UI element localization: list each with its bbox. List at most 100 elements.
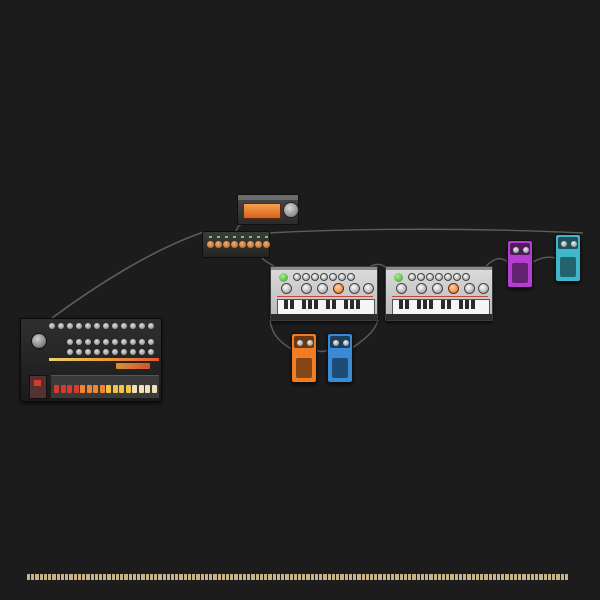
sequencer-step[interactable] — [183, 574, 187, 580]
sequencer-step[interactable] — [458, 574, 463, 580]
instrument-knob[interactable] — [58, 323, 64, 329]
sequencer-step[interactable] — [369, 574, 374, 580]
reverb-pedal-icon[interactable] — [555, 234, 581, 282]
sequencer-step[interactable] — [441, 574, 446, 580]
sequencer-step[interactable] — [217, 574, 221, 580]
stomp-switch[interactable] — [512, 263, 528, 283]
synth-knob[interactable] — [281, 283, 292, 294]
mixer-channel-knob[interactable] — [239, 241, 246, 248]
sequencer-step[interactable] — [196, 574, 200, 580]
black-key[interactable] — [332, 300, 336, 309]
sequencer-step[interactable] — [484, 574, 488, 580]
sequencer-step[interactable] — [43, 574, 48, 580]
synth-knob[interactable] — [317, 283, 328, 294]
sequencer-step[interactable] — [408, 574, 412, 580]
sequencer-step[interactable] — [365, 574, 369, 580]
sequencer-step[interactable] — [120, 574, 124, 580]
synth-tune-knob[interactable] — [320, 273, 328, 281]
master-volume-knob[interactable] — [31, 333, 47, 349]
instrument-knob[interactable] — [148, 339, 154, 345]
sequencer-step[interactable] — [522, 574, 526, 580]
instrument-knob[interactable] — [76, 339, 82, 345]
sequencer-step[interactable] — [437, 574, 441, 580]
sequencer-step[interactable] — [154, 574, 158, 580]
pedal-knob[interactable] — [571, 241, 577, 247]
instrument-knob[interactable] — [139, 349, 145, 355]
sequencer-step[interactable] — [416, 574, 420, 580]
sequencer-step[interactable] — [272, 574, 276, 580]
instrument-knob[interactable] — [121, 339, 127, 345]
sequencer-step[interactable] — [564, 574, 568, 580]
instrument-knob[interactable] — [67, 323, 73, 329]
synth-tune-knob[interactable] — [302, 273, 310, 281]
sequencer-step[interactable] — [137, 574, 141, 580]
sequencer-step[interactable] — [98, 574, 103, 580]
synth-tune-knob[interactable] — [462, 273, 470, 281]
black-key[interactable] — [302, 300, 306, 309]
synth-tune-knob[interactable] — [417, 273, 425, 281]
sequencer-step[interactable] — [298, 574, 302, 580]
sequencer-step[interactable] — [391, 574, 395, 580]
pedal-knob[interactable] — [297, 340, 303, 346]
sequencer-step[interactable] — [209, 574, 213, 580]
mixer-channel-knob[interactable] — [223, 241, 230, 248]
step-button[interactable] — [112, 385, 118, 393]
stomp-switch[interactable] — [560, 257, 576, 277]
sequencer-step[interactable] — [543, 574, 547, 580]
instrument-knob[interactable] — [85, 323, 91, 329]
synth-knob[interactable] — [301, 283, 312, 294]
sequencer-step[interactable] — [158, 574, 162, 580]
sequencer-step[interactable] — [60, 574, 65, 580]
sequencer-step[interactable] — [310, 574, 314, 580]
instrument-knob[interactable] — [49, 323, 55, 329]
sequencer-step[interactable] — [285, 574, 289, 580]
synth-tune-knob[interactable] — [347, 273, 355, 281]
instrument-knob[interactable] — [121, 349, 127, 355]
sequencer-step[interactable] — [149, 574, 154, 580]
synth-keyboard[interactable] — [392, 299, 490, 315]
synth-knob[interactable] — [478, 283, 489, 294]
bass-synth-1[interactable] — [270, 266, 378, 321]
black-key[interactable] — [471, 300, 475, 309]
step-button[interactable] — [99, 385, 105, 393]
mixer-channel-knob[interactable] — [255, 241, 262, 248]
sequencer-step[interactable] — [530, 574, 535, 580]
sequencer-step[interactable] — [429, 574, 433, 580]
sequencer-step[interactable] — [513, 574, 518, 580]
black-key[interactable] — [344, 300, 348, 309]
sequencer-step[interactable] — [505, 574, 509, 580]
sequencer-step[interactable] — [412, 574, 416, 580]
sequencer-step[interactable] — [302, 574, 306, 580]
sequencer-step[interactable] — [425, 574, 429, 580]
synth-knob[interactable] — [396, 283, 407, 294]
sequencer-step[interactable] — [353, 574, 357, 580]
sequencer-step[interactable] — [395, 574, 399, 580]
sequencer-step[interactable] — [403, 574, 408, 580]
instrument-knob[interactable] — [103, 339, 109, 345]
sequencer-step[interactable] — [314, 574, 319, 580]
cable-purple-to-cyan[interactable] — [532, 256, 557, 263]
instrument-knob[interactable] — [67, 349, 73, 355]
sequencer-step[interactable] — [497, 574, 501, 580]
black-key[interactable] — [447, 300, 451, 309]
black-key[interactable] — [399, 300, 403, 309]
sequencer-step[interactable] — [509, 574, 513, 580]
black-key[interactable] — [356, 300, 360, 309]
black-key[interactable] — [459, 300, 463, 309]
step-button[interactable] — [93, 385, 98, 393]
sequencer-step[interactable] — [39, 574, 43, 580]
synth-tune-knob[interactable] — [453, 273, 461, 281]
synth-tune-knob[interactable] — [311, 273, 319, 281]
mixer-channel-knob[interactable] — [247, 241, 254, 248]
pedal-knob[interactable] — [343, 340, 349, 346]
start-stop-button[interactable] — [34, 380, 41, 386]
sequencer-step[interactable] — [111, 574, 115, 580]
sequencer-step[interactable] — [242, 574, 247, 580]
sequencer-step[interactable] — [327, 574, 331, 580]
sequencer-step[interactable] — [200, 574, 204, 580]
cable-mixer-to-synth[interactable] — [261, 257, 275, 267]
sequencer-step[interactable] — [556, 574, 560, 580]
pedal-knob[interactable] — [561, 241, 567, 247]
sequencer-step[interactable] — [259, 574, 264, 580]
